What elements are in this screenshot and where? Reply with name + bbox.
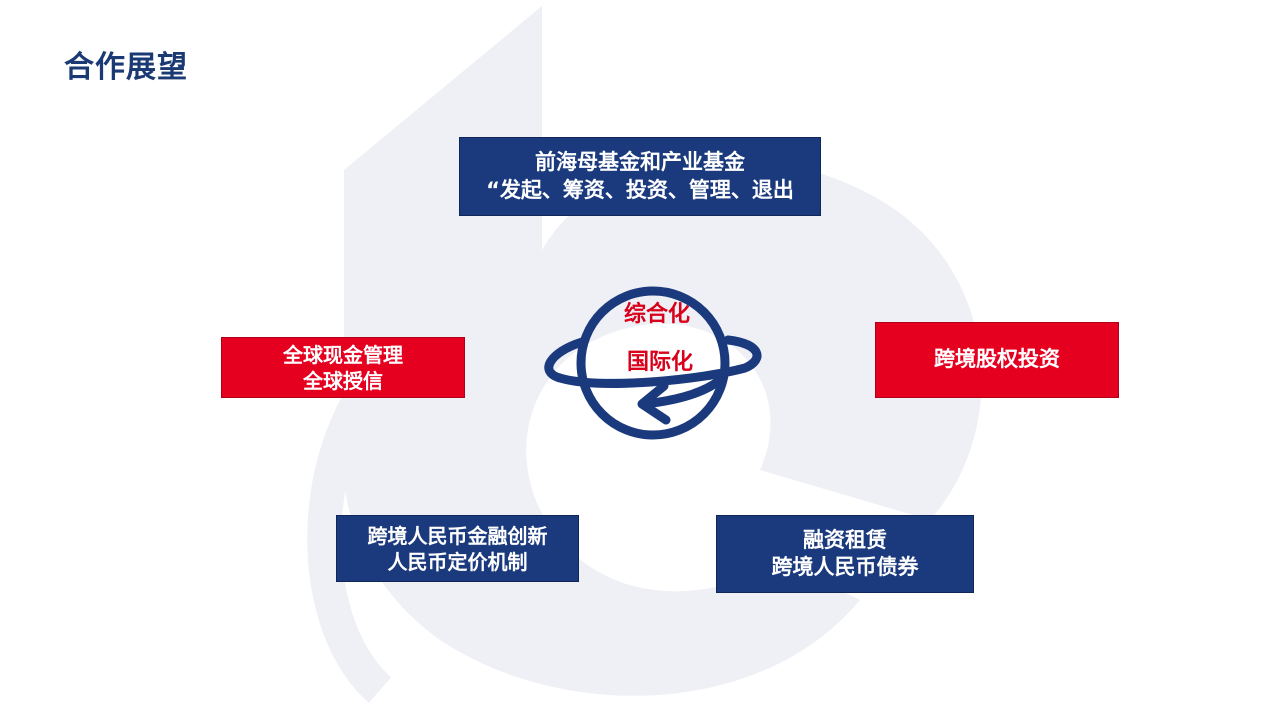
rmb-innovation-box-line1: 跨境人民币金融创新 bbox=[367, 523, 548, 548]
cash-management-box-line2: 全球授信 bbox=[303, 368, 383, 393]
fund-box-line1: 前海母基金和产业基金 bbox=[535, 150, 745, 175]
leasing-bond-box: 融资租赁 跨境人民币债券 bbox=[716, 515, 974, 593]
equity-investment-box-line1: 跨境股权投资 bbox=[934, 347, 1060, 372]
rmb-innovation-box: 跨境人民币金融创新 人民币定价机制 bbox=[336, 515, 579, 582]
page-title: 合作展望 bbox=[64, 50, 188, 85]
globe-icon bbox=[544, 286, 762, 440]
rmb-innovation-box-line2: 人民币定价机制 bbox=[387, 549, 528, 574]
leasing-bond-box-line2: 跨境人民币债券 bbox=[771, 555, 919, 579]
center-label-international: 国际化 bbox=[627, 350, 694, 375]
equity-investment-box: 跨境股权投资 bbox=[875, 322, 1119, 398]
center-label-comprehensive: 综合化 bbox=[624, 302, 691, 327]
cash-management-box-line1: 全球现金管理 bbox=[283, 342, 403, 367]
fund-box: 前海母基金和产业基金 “发起、筹资、投资、管理、退出 bbox=[459, 137, 821, 216]
fund-box-line2: “发起、筹资、投资、管理、退出 bbox=[486, 177, 794, 202]
cash-management-box: 全球现金管理 全球授信 bbox=[221, 337, 465, 398]
leasing-bond-box-line1: 融资租赁 bbox=[803, 527, 887, 552]
